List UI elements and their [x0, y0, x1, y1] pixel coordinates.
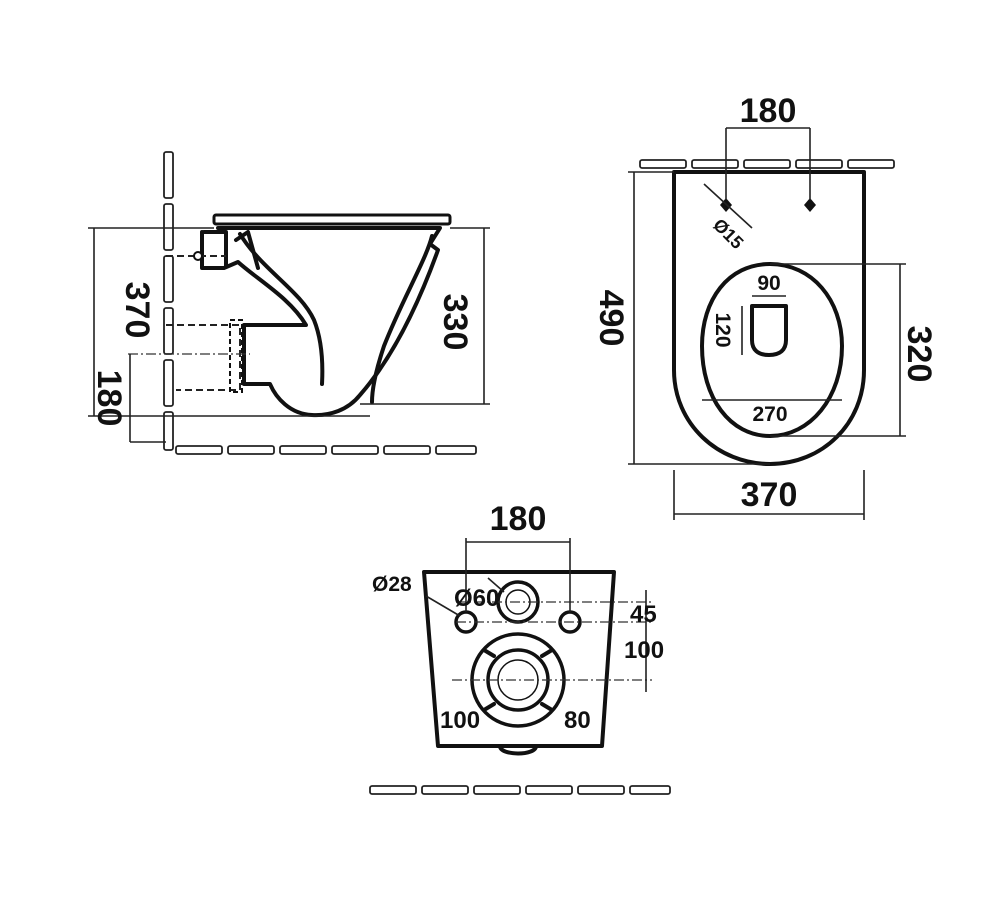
top-dim-width: 370 — [741, 476, 798, 514]
side-dim-bowl-height: 330 — [436, 294, 474, 351]
top-dim-fixing-hole: Ø15 — [709, 215, 747, 253]
back-dim-inlet-diameter: Ø60 — [454, 585, 499, 612]
top-dim-opening-width: 270 — [752, 403, 787, 426]
trapway — [238, 232, 325, 386]
top-dim-length: 490 — [592, 290, 630, 347]
back-dim-bolt-hole: Ø28 — [372, 573, 412, 596]
rim-curve — [370, 234, 434, 404]
side-view: 370 330 180 — [88, 151, 490, 455]
top-dim-opening-length: 320 — [900, 326, 938, 383]
wall-tiles-top — [639, 159, 895, 169]
back-body-outline — [422, 570, 616, 748]
top-outlet — [750, 304, 788, 357]
top-bowl-outline — [672, 170, 866, 466]
top-dimension-lines — [628, 127, 906, 520]
inlet-marker — [193, 251, 203, 261]
back-dim-bolt-offset: 45 — [630, 601, 657, 628]
outlet-connector — [229, 319, 243, 393]
top-dim-fixing-spacing: 180 — [740, 92, 797, 130]
back-view: 180 Ø28 Ø60 45 100 100 80 — [369, 500, 671, 795]
fixing-hole-right — [804, 198, 816, 212]
bracket-inlet — [202, 230, 228, 268]
bowl-outline — [200, 226, 442, 418]
outlet-pipe-dashed — [166, 324, 241, 391]
side-dim-inlet-height: 180 — [90, 370, 128, 427]
top-dim-outlet-width: 90 — [757, 272, 780, 295]
back-dim-outlet-right: 80 — [564, 707, 591, 734]
wall-tiles-vertical — [163, 151, 174, 451]
back-dim-bolt-spacing: 180 — [490, 500, 547, 538]
floor-tiles-side — [175, 445, 477, 455]
back-dim-outlet-offset: 100 — [624, 637, 664, 664]
bracket-clip — [234, 230, 260, 270]
side-dim-total-height: 370 — [118, 282, 156, 339]
back-centerlines — [452, 601, 652, 681]
seat-lid — [212, 213, 452, 226]
back-dimension-lines — [465, 538, 647, 692]
side-dimension-lines — [88, 227, 490, 443]
back-dim-outlet-left: 100 — [440, 707, 480, 734]
top-view: Ø15 180 490 320 90 120 270 370 — [592, 92, 938, 520]
floor-tiles-back — [369, 785, 671, 795]
top-dim-outlet-length: 120 — [711, 312, 734, 347]
back-foot — [498, 744, 538, 756]
